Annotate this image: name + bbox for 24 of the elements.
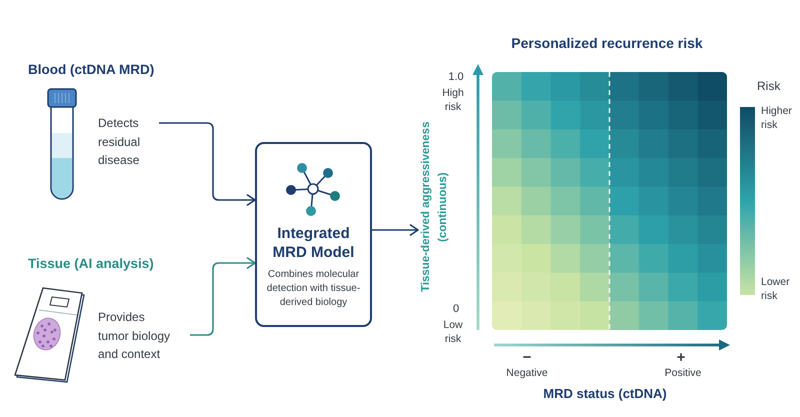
legend-title: Risk <box>757 79 780 93</box>
tick-label: 0 <box>452 303 460 316</box>
axis-title: Tissue-derived aggressiveness (continuous) <box>419 120 450 294</box>
tick-label: High risk <box>441 87 465 114</box>
arrow <box>372 224 419 236</box>
description-text: Provides tumor biology and context <box>98 309 172 363</box>
arrow <box>159 122 256 206</box>
section-heading: Tissue (AI analysis) <box>28 255 154 272</box>
legend-label: Higher risk <box>761 105 793 132</box>
tick-label: − <box>522 350 532 365</box>
tick-label: Negative <box>505 367 549 380</box>
axis-title: MRD status (ctDNA) <box>542 386 668 402</box>
arrow <box>190 257 256 336</box>
tick-label: Low risk <box>442 319 464 346</box>
chart-title: Personalized recurrence risk <box>510 35 704 52</box>
description-text: Detects residual disease <box>98 115 142 169</box>
box-title: Integrated MRD Model <box>272 224 356 262</box>
section-heading: Blood (ctDNA MRD) <box>28 61 154 78</box>
legend-label: Lower risk <box>761 276 791 303</box>
tick-label: Positive <box>664 367 702 380</box>
tick-label: 1.0 <box>447 71 465 84</box>
box-description: Combines molecular detection with tissue-derived biology <box>266 268 362 310</box>
model-box <box>255 142 372 327</box>
tick-label: + <box>676 350 686 365</box>
